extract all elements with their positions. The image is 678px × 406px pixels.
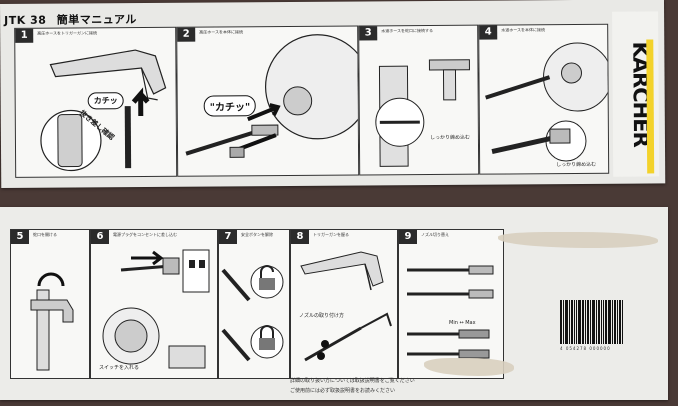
footer-note-2: ご使用前には必ず取扱説明書をお読みください [290,388,396,394]
step-panel-4: 4 水道ホースを本体に接続 しっかり締め込む [478,23,610,175]
step-number: 8 [291,230,309,244]
torn-tape-mark [498,232,658,248]
barcode-digits: 4 054278 000000 [560,346,611,351]
step-panel-8: 8 トリガーガンを握る ノズルの取り付け方 [290,229,398,379]
step-number: 7 [219,230,237,244]
step-panel-3: 3 水道ホースを蛇口に接続する しっかり締め込む [358,24,480,176]
manual-card-top: JTK 38 簡単マニュアル 1 高圧ホースをトリガーガンに接続 カチッ 抜き差… [0,0,666,188]
step-label: 安全ボタンを解除 [241,232,273,237]
open-faucet-illustration [30,272,74,371]
step-panel-7: 7 安全ボタンを解除 [218,229,290,379]
step-label: 蛇口を開ける [33,232,57,237]
step-panel-2: 2 高圧ホースを本体に接続 "カチッ" [176,25,360,177]
plug-and-switch-illustration [102,249,210,369]
trigger-and-nozzle-illustration [300,251,392,362]
click-callout: "カチッ" [203,95,257,117]
torn-tape-mark [424,358,514,376]
click-callout: カチッ [87,92,124,110]
step-panel-5: 5 蛇口を開ける [10,229,90,379]
hose-to-unit-illustration [185,34,359,158]
switch-on-note: スイッチを入れる [99,365,140,371]
nozzle-attach-note: ノズルの取り付け方 [299,313,345,319]
manual-title: JTK 38 簡単マニュアル [4,11,143,28]
step-panel-9: 9 ノズル切り替え Min ↔ Max [398,229,504,379]
faucet-connection-illustration [375,59,470,167]
step-panel-1: 1 高圧ホースをトリガーガンに接続 カチッ 抜き差し確認 [14,26,178,178]
step-number: 9 [399,230,417,244]
barcode [560,300,642,344]
nozzle-variants-illustration [407,265,494,359]
manual-heading: 簡単マニュアル [56,13,137,27]
safety-lock-illustration [221,265,284,362]
step-number: 6 [91,230,109,244]
footer-note-1: 詳細の取り扱い方については取扱説明書をご覧ください [290,378,415,384]
trigger-gun-illustration [40,49,167,172]
min-max-note: Min ↔ Max [449,320,476,326]
step-label: トリガーガンを握る [313,232,349,237]
step-number: 5 [11,230,29,244]
tighten-note: しっかり締め込む [429,134,470,142]
step-label: 電源プラグをコンセントに差し込む [113,232,177,237]
tighten-note: しっかり締め込む [556,161,597,169]
step-label: ノズル切り替え [421,232,449,237]
step-panel-6: 6 電源プラグをコンセントに差し込む スイッチを入れる [90,229,218,379]
brand-yellow-bar [646,39,655,174]
water-inlet-illustration [485,42,609,162]
model-name: JTK 38 [4,13,47,27]
